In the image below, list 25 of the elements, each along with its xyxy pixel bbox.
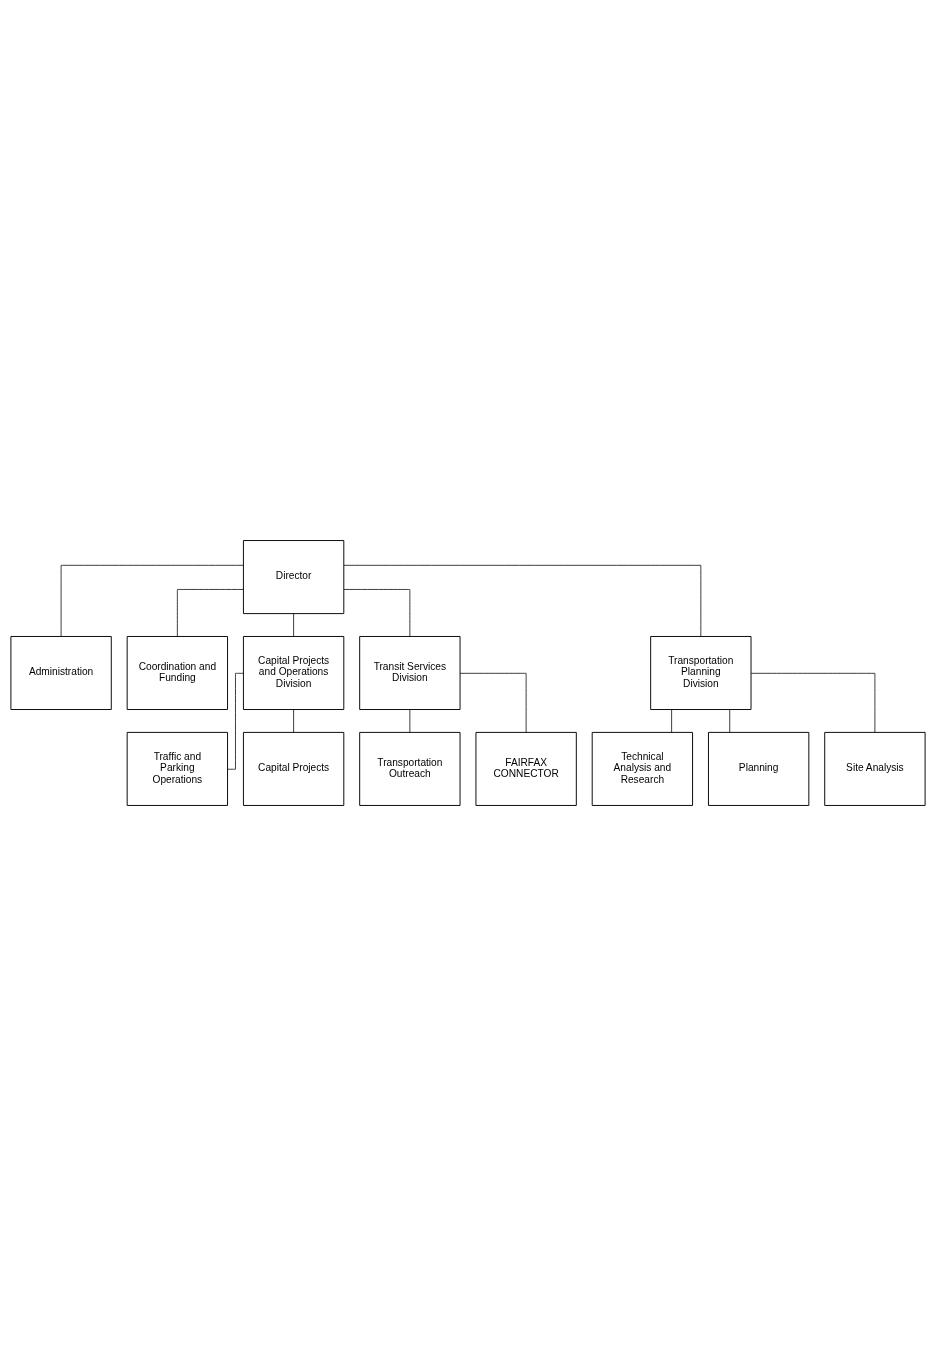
node-box: Coordination and Funding — [126, 635, 228, 710]
node-box: Administration — [10, 635, 112, 710]
connector — [750, 672, 876, 733]
node-box: FAIRFAX CONNECTOR — [475, 731, 577, 806]
node-box: Director — [242, 539, 345, 614]
connector — [227, 672, 244, 770]
connector — [293, 612, 294, 637]
node-box: Capital Projects — [242, 731, 345, 806]
node-box: Transit Services Division — [359, 635, 461, 710]
connector — [176, 588, 244, 637]
connector — [729, 708, 731, 733]
connector — [671, 708, 672, 733]
connector — [293, 708, 294, 733]
node-box: Traffic and Parking Operations — [126, 731, 228, 806]
connector — [459, 672, 527, 733]
node-box: Transportation Planning Division — [650, 635, 752, 710]
connector — [343, 588, 411, 637]
connector — [60, 564, 244, 637]
node-box: Capital Projects and Operations Division — [242, 635, 345, 710]
node-box: Technical Analysis and Research — [591, 731, 694, 806]
node-box: Planning — [708, 731, 810, 806]
connector — [409, 708, 411, 733]
connector — [343, 564, 702, 637]
node-box: Transportation Outreach — [359, 731, 461, 806]
node-box: Site Analysis — [824, 731, 926, 806]
